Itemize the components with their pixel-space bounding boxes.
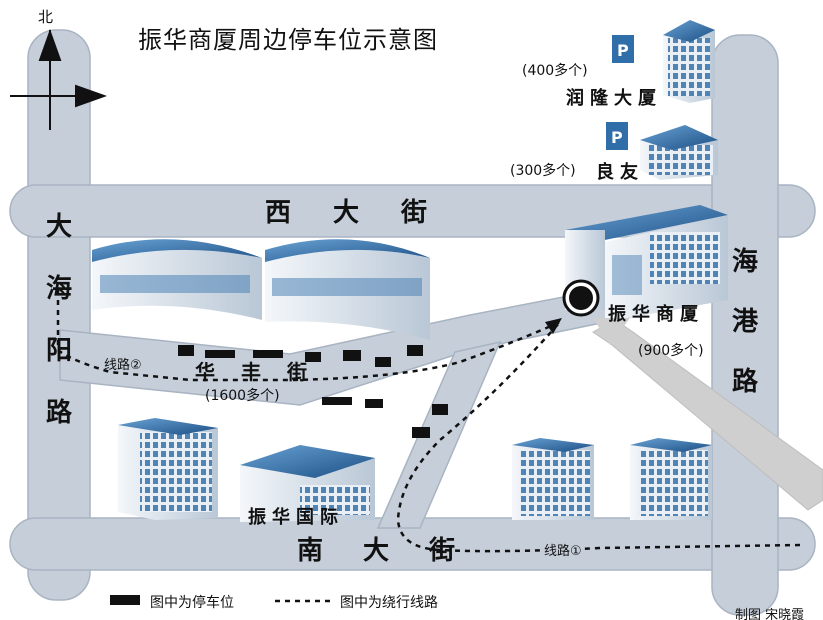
legend-parking-swatch (110, 595, 140, 605)
arched-building-2 (265, 239, 430, 340)
compass-icon (10, 29, 107, 130)
road-label-north: 西大街 (265, 198, 470, 228)
road-label-middle: 华丰街 (195, 360, 333, 384)
parking-space (205, 350, 235, 358)
parking-space (365, 399, 383, 408)
tower-building-se-1 (512, 438, 594, 520)
parking-space (407, 345, 423, 356)
zhenhua-guoji-building (240, 445, 375, 522)
route-1-label: 线路① (544, 540, 582, 559)
route-2-line (56, 290, 561, 382)
tower-building-sw (118, 418, 218, 520)
road-label-east: 海港路 (732, 247, 759, 397)
parking-space (322, 397, 352, 405)
parking-space (412, 427, 430, 438)
runlong-spaces: (400多个) (522, 63, 588, 79)
zhenhua-shangsha-spaces: (900多个) (638, 343, 704, 359)
route-2-label: 线路② (104, 358, 142, 373)
route-1-line (396, 321, 801, 553)
svg-text:P: P (617, 41, 629, 60)
liangyou-building (640, 125, 718, 180)
huafeng-spaces: (1600多个) (205, 388, 280, 404)
north-label: 北 (38, 8, 54, 26)
parking-space (253, 350, 283, 358)
road-diagonal (376, 340, 502, 529)
map-credit: 制图 宋晓霞 (735, 608, 805, 620)
road-label-west: 大海阳路 (46, 212, 73, 428)
runlong-name: 润隆大厦 (566, 88, 662, 109)
approach-arrow-icon (592, 318, 823, 511)
parking-sign-icon-2: P (606, 122, 628, 150)
legend-route-label: 图中为绕行线路 (340, 595, 438, 611)
legend-parking-label: 图中为停车位 (150, 595, 234, 611)
liangyou-name: 良友 (596, 162, 644, 183)
tower-building-se-2 (630, 438, 712, 520)
liangyou-spaces: (300多个) (510, 163, 576, 179)
road-label-south: 南大街 (297, 536, 496, 566)
svg-text:P: P (611, 128, 623, 147)
detour-routes (56, 290, 801, 553)
zhenhua-shangsha-name: 振华商厦 (608, 304, 704, 325)
parking-space (178, 345, 194, 356)
parking-space (432, 404, 448, 415)
parking-spaces (178, 345, 448, 438)
map-title: 振华商厦周边停车位示意图 (138, 26, 438, 54)
arched-building-1 (92, 239, 262, 320)
runlong-building (663, 20, 715, 103)
parking-space (375, 357, 391, 367)
route-arrowhead-icon (545, 318, 562, 334)
parking-sign-icon: P (612, 35, 634, 63)
parking-space (305, 352, 321, 362)
parking-space (343, 350, 361, 361)
zhenhua-shangsha-building (565, 205, 728, 322)
zhenhua-guoji-name: 振华国际 (248, 507, 344, 528)
